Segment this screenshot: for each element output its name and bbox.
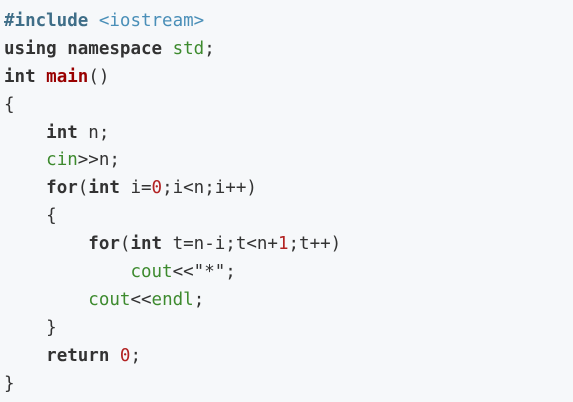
code-line-2: using namespace std; xyxy=(4,36,573,64)
keyword-int: int xyxy=(130,234,163,255)
keyword-int: int xyxy=(46,122,78,143)
paren: ( xyxy=(119,234,131,255)
open-brace: { xyxy=(46,206,57,227)
input-expression: >>n; xyxy=(77,150,120,171)
code-line-1: #include <iostream> xyxy=(4,8,573,36)
code-line-8: { xyxy=(4,203,573,231)
number-literal: 0 xyxy=(151,178,163,199)
indent xyxy=(4,206,46,226)
code-line-5: int n; xyxy=(4,120,573,148)
space xyxy=(109,346,120,366)
semicolon: ; xyxy=(204,38,215,59)
code-line-4: { xyxy=(4,92,573,120)
parens: () xyxy=(88,66,110,87)
code-line-9: for(int t=n-i;t<n+1;t++) xyxy=(4,231,573,259)
code-line-14: } xyxy=(4,371,573,399)
code-line-7: for(int i=0;i<n;i++) xyxy=(4,175,573,203)
code-line-3: int main() xyxy=(4,64,573,92)
space xyxy=(57,39,68,59)
semicolon: ; xyxy=(225,262,236,283)
declaration: n; xyxy=(77,122,110,143)
open-brace: { xyxy=(4,94,15,115)
semicolon: ; xyxy=(193,289,205,310)
keyword-int: int xyxy=(4,66,36,87)
stream-endl: endl xyxy=(151,289,194,310)
keyword-for: for xyxy=(46,178,78,199)
loop-condition: ;i<n;i++) xyxy=(162,178,257,199)
loop-init: t=n-i;t<n+ xyxy=(162,234,278,255)
string-literal: "*" xyxy=(193,262,226,283)
header-name: <iostream> xyxy=(98,11,205,31)
close-brace: } xyxy=(46,317,57,338)
semicolon: ; xyxy=(130,345,142,366)
indent xyxy=(4,178,46,198)
indent xyxy=(4,318,46,338)
code-line-11: cout<<endl; xyxy=(4,287,573,315)
keyword-namespace: namespace xyxy=(67,38,163,59)
stream-cout: cout xyxy=(88,289,131,310)
indent xyxy=(4,123,46,143)
stream-cin: cin xyxy=(46,150,78,171)
number-literal: 1 xyxy=(277,234,289,255)
keyword-return: return xyxy=(46,345,110,366)
code-line-13: return 0; xyxy=(4,343,573,371)
operator: << xyxy=(172,262,194,283)
keyword-using: using xyxy=(4,38,57,59)
code-line-6: cin>>n; xyxy=(4,147,573,175)
indent xyxy=(4,262,130,282)
paren: ( xyxy=(77,178,89,199)
indent xyxy=(4,346,46,366)
code-line-10: cout<<"*"; xyxy=(4,259,573,287)
number-literal: 0 xyxy=(119,345,131,366)
indent xyxy=(4,290,88,310)
function-main: main xyxy=(46,66,89,87)
operator: << xyxy=(130,289,152,310)
loop-init: i= xyxy=(119,178,152,199)
space xyxy=(36,67,47,87)
namespace-std: std xyxy=(172,38,205,59)
stream-cout: cout xyxy=(130,262,173,283)
loop-condition: ;t++) xyxy=(288,234,342,255)
indent xyxy=(4,150,46,170)
keyword-int: int xyxy=(88,178,120,199)
space xyxy=(88,11,99,31)
keyword-for: for xyxy=(88,234,120,255)
close-brace: } xyxy=(4,373,15,394)
indent xyxy=(4,234,88,254)
preprocessor-directive: #include xyxy=(4,11,89,31)
space xyxy=(162,39,173,59)
code-line-12: } xyxy=(4,315,573,343)
